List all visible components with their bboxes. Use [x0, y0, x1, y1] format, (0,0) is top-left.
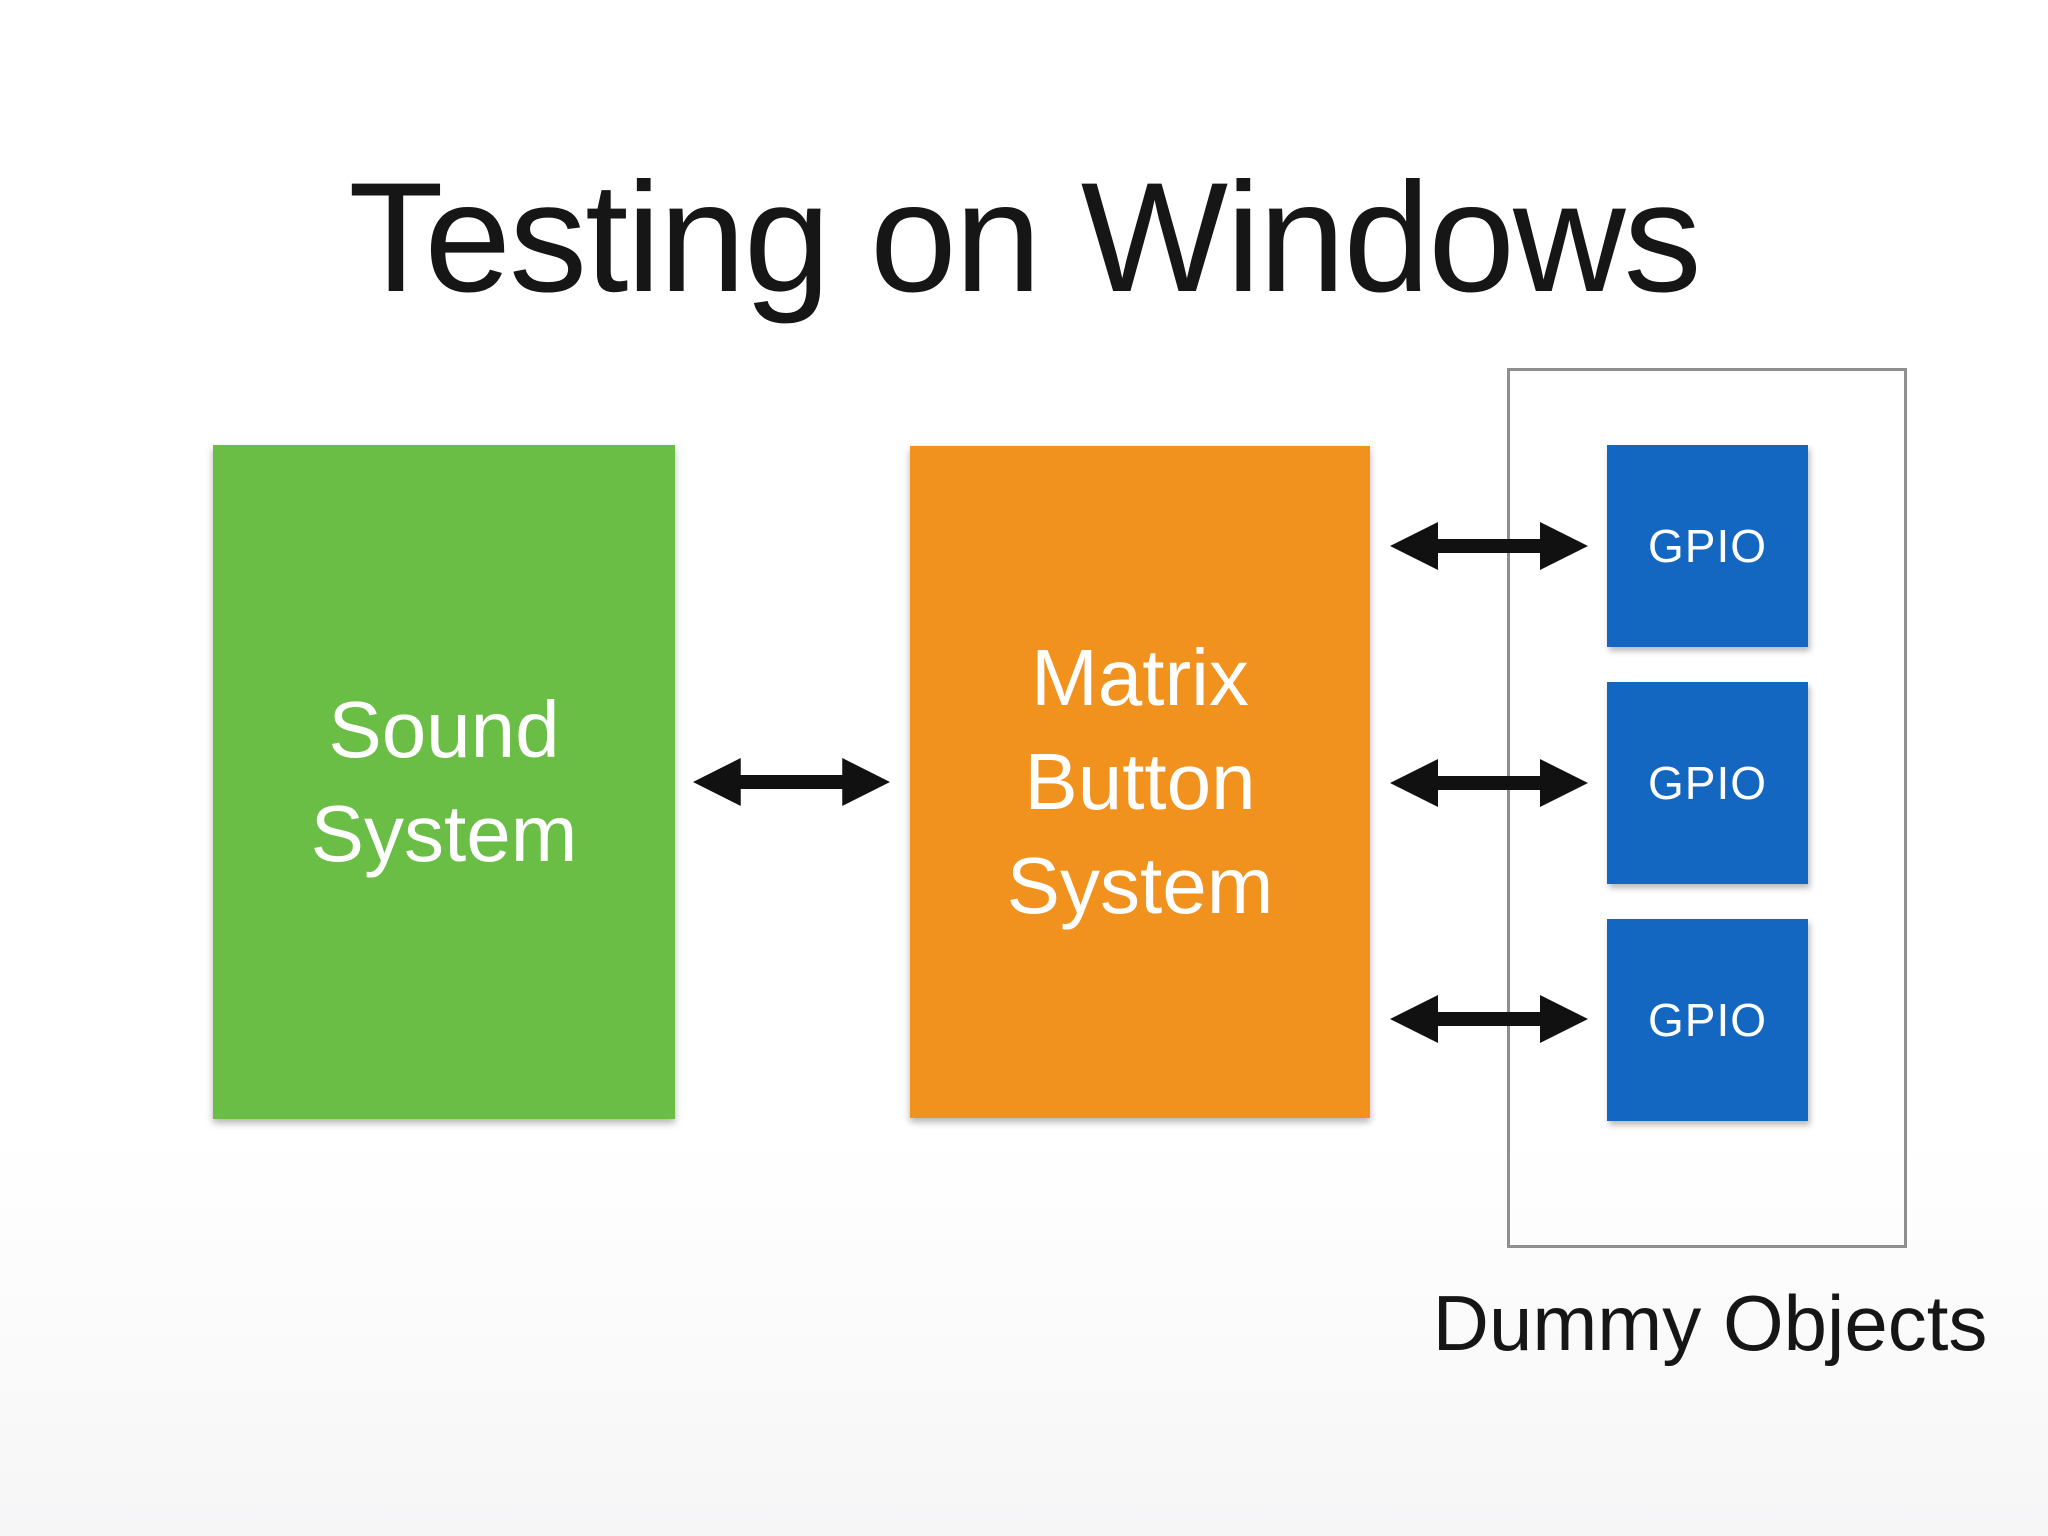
dummy-objects-label: Dummy Objects [1432, 1279, 1988, 1367]
node-gpio-1: GPIO [1607, 445, 1808, 647]
arrow-sound-matrix-icon [693, 757, 890, 807]
node-gpio-2-label: GPIO [1647, 757, 1768, 809]
node-matrix-button-system: Matrix Button System [910, 446, 1370, 1118]
node-sound-system: Sound System [213, 445, 675, 1119]
node-gpio-1-label: GPIO [1647, 520, 1768, 572]
arrow-matrix-gpio-2-icon [1390, 758, 1588, 808]
node-matrix-button-system-label: Matrix Button System [1006, 633, 1274, 930]
arrow-matrix-gpio-3-icon [1390, 994, 1588, 1044]
dummy-objects-group [1507, 368, 1907, 1248]
slide-title: Testing on Windows [348, 151, 1701, 325]
arrow-matrix-gpio-1-icon [1390, 521, 1588, 571]
node-gpio-2: GPIO [1607, 682, 1808, 884]
node-gpio-3-label: GPIO [1647, 994, 1768, 1046]
node-gpio-3: GPIO [1607, 919, 1808, 1121]
node-sound-system-label: Sound System [310, 685, 578, 878]
